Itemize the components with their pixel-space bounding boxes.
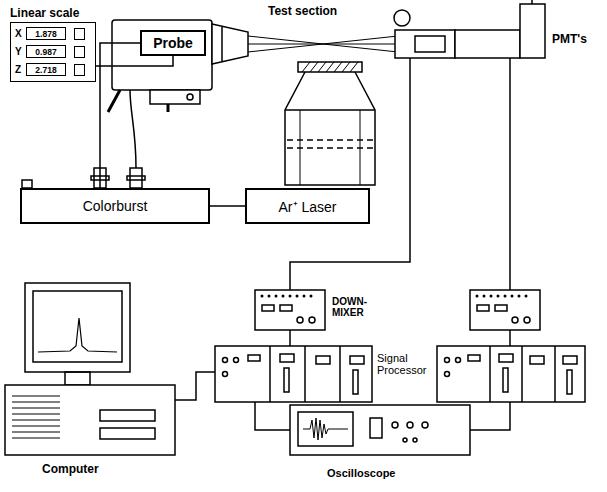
test-section-duct	[285, 62, 375, 185]
node-label: Computer	[42, 462, 99, 476]
cable-connector	[96, 56, 173, 66]
oscilloscope-drawing	[290, 405, 470, 455]
node-text: X	[15, 28, 22, 39]
computer-drawing	[5, 283, 175, 455]
signal-processor-units	[215, 346, 585, 402]
scale-button	[74, 64, 85, 76]
cable-connector	[255, 402, 290, 430]
node-text: 1.878	[26, 27, 66, 40]
cable-connector	[210, 205, 245, 207]
linear-scale-display: Linear scaleX 1.878Y 0.987Z 2.718	[10, 6, 96, 82]
signal-processor-unit: Signal Processor	[215, 346, 434, 402]
cable-connector	[100, 43, 140, 188]
section-label: Test section	[268, 4, 337, 18]
node-label: Probe	[153, 35, 193, 51]
cable-connector	[289, 330, 291, 346]
laser-beams	[248, 36, 398, 52]
laser-box: Ar⁺ Laser	[245, 188, 370, 224]
node-label: Colorburst	[83, 198, 148, 214]
node-label: PMT's	[552, 32, 587, 46]
pmt-assembly	[394, 0, 545, 58]
node-text: Y	[15, 46, 22, 57]
node-text: Z	[15, 64, 21, 75]
computer-unit: Computer	[4, 280, 175, 480]
node-label: Ar⁺ Laser	[279, 197, 337, 216]
node-text: 0.987	[26, 45, 66, 58]
node-label: Linear scale	[10, 6, 79, 20]
probe-box: Probe	[140, 30, 206, 56]
scale-button	[74, 28, 85, 40]
scale-button	[74, 46, 85, 58]
node-label: Signal Processor	[377, 352, 433, 376]
cable-connector	[175, 372, 215, 400]
node-label: Oscilloscope	[327, 467, 395, 479]
down-mixer-units	[255, 290, 540, 330]
down-mixer-unit: DOWN- MIXER	[250, 290, 392, 330]
node-text: 2.718	[26, 63, 66, 76]
node-label: DOWN- MIXER	[332, 296, 378, 318]
colorburst-box: Colorburst	[20, 188, 210, 224]
cable-connector	[290, 58, 410, 290]
signal-wires	[470, 58, 510, 430]
oscilloscope-unit: Oscilloscope	[290, 405, 472, 488]
pmt-unit: PMT's	[392, 2, 604, 58]
fiber-couplers	[22, 90, 145, 188]
